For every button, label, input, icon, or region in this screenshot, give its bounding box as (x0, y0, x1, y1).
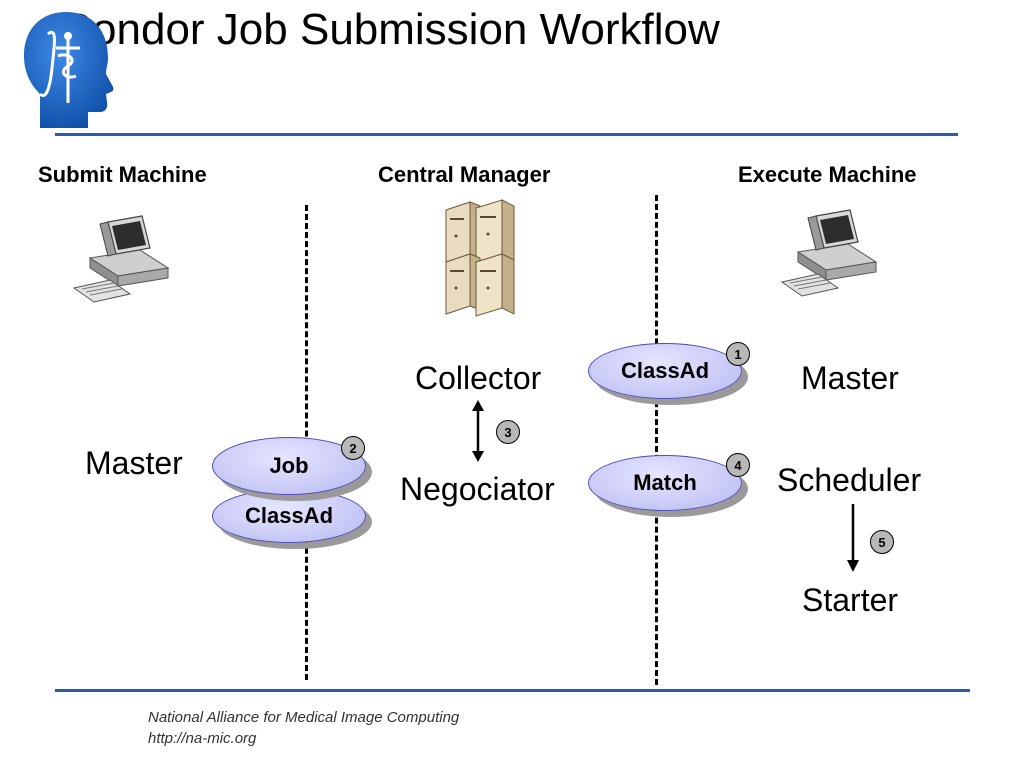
submit-master-label: Master (85, 445, 183, 481)
column-header-central-manager: Central Manager (378, 162, 551, 187)
slide-title: Condor Job Submission Workflow (60, 5, 720, 54)
desktop-computer-icon (72, 215, 170, 303)
job-classad-oval: ClassAd (212, 489, 366, 543)
step-2-badge: 2 (341, 436, 365, 460)
column-header-execute-machine: Execute Machine (738, 162, 917, 187)
collector-negociator-arrow (472, 400, 484, 462)
match-oval: Match (588, 455, 742, 511)
starter-label: Starter (802, 582, 899, 618)
step-5-badge: 5 (870, 530, 894, 554)
na-mic-logo-icon (24, 12, 114, 128)
footer-url[interactable]: http://na-mic.org (148, 730, 257, 747)
collector-label: Collector (415, 360, 542, 396)
negociator-label: Negociator (400, 471, 555, 507)
scheduler-label: Scheduler (777, 462, 922, 498)
server-stack-icon (445, 199, 515, 317)
footer-org: National Alliance for Medical Image Comp… (148, 709, 460, 726)
step-1-badge: 1 (726, 342, 750, 366)
scheduler-starter-arrow (847, 504, 859, 572)
footer: National Alliance for Medical Image Comp… (148, 707, 459, 749)
step-3-badge: 3 (496, 420, 520, 444)
step-4-badge: 4 (726, 453, 750, 477)
column-header-submit-machine: Submit Machine (38, 162, 207, 187)
header-rule (55, 133, 958, 136)
execute-master-label: Master (801, 360, 899, 396)
desktop-computer-icon (780, 209, 878, 297)
separator-central-execute (655, 195, 658, 685)
job-oval: Job (212, 437, 366, 495)
footer-rule (55, 689, 970, 692)
machine-classad-oval: ClassAd (588, 343, 742, 399)
